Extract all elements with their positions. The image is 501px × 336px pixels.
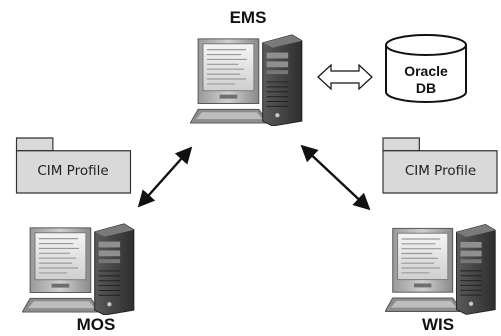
package-label-right: CIM Profile	[404, 163, 477, 179]
ems-wis-link-arrow	[300, 144, 371, 211]
ems-node-label: EMS	[229, 8, 267, 27]
mos-node-label: MOS	[76, 315, 116, 334]
database-label-line2: DB	[415, 80, 437, 96]
database-cylinder-icon	[385, 34, 467, 103]
ems-computer-icon	[190, 34, 303, 126]
double-headed-arrow-icon	[317, 63, 373, 91]
mos-computer-icon	[22, 223, 135, 315]
package-label-left: CIM Profile	[37, 163, 109, 179]
database-label-line1: Oracle	[404, 63, 448, 79]
wis-node-label: WIS	[421, 315, 455, 334]
ems-mos-link-arrow	[137, 146, 193, 208]
wis-computer-icon	[385, 223, 496, 315]
